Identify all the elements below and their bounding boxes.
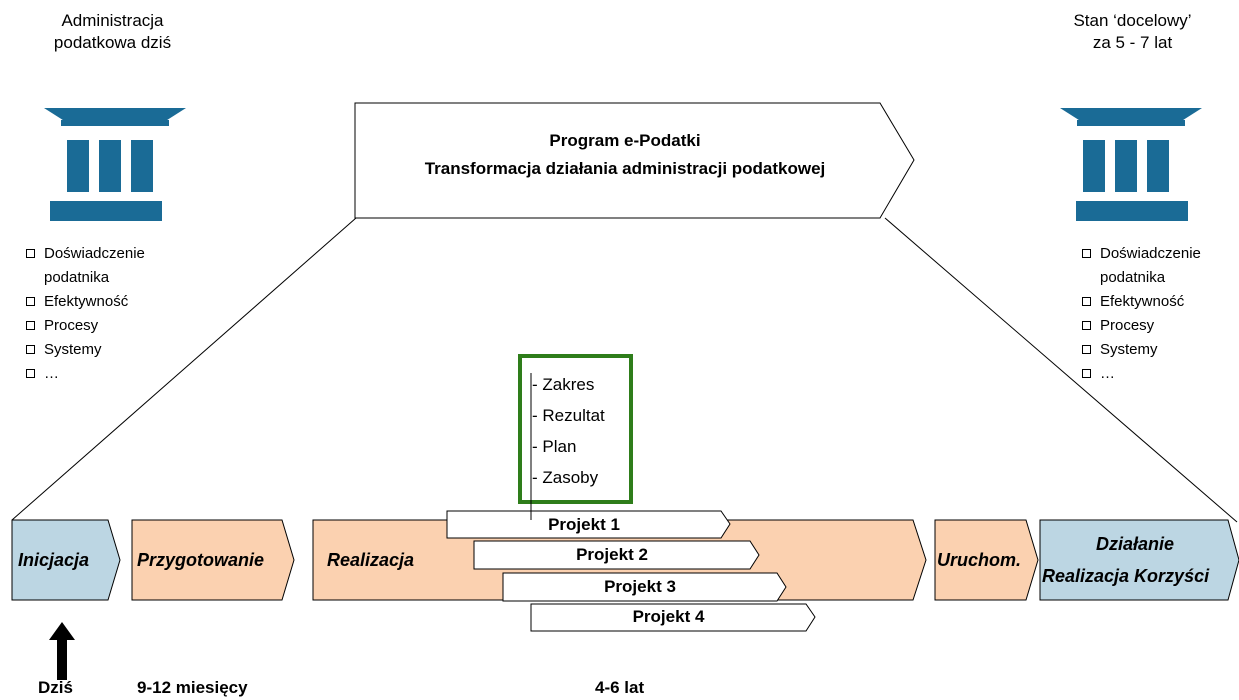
- checkbox-icon: [26, 345, 35, 354]
- phase-przygotowanie-label: Przygotowanie: [137, 550, 265, 570]
- program-title-line-1: Program e-Podatki: [549, 131, 701, 150]
- list-item: Doświadczenie podatnika: [1082, 242, 1232, 290]
- left-perspective-line: [11, 217, 357, 521]
- checkbox-icon: [26, 249, 35, 258]
- phase-dzialanie-label-1: Działanie: [1095, 534, 1175, 554]
- phase-uruchom-shape: [934, 519, 1039, 601]
- scope-item-plan: - Plan: [532, 437, 577, 456]
- project-2-shape: [473, 540, 760, 570]
- program-title: Program e-Podatki Transformacja działani…: [355, 127, 895, 183]
- right-caption-line-1: Stan ‘docelowy’: [1073, 11, 1192, 30]
- right-bullet-list: Doświadczenie podatnika Efektywność Proc…: [1082, 242, 1232, 386]
- left-caption: Administracja podatkowa dziś: [20, 10, 205, 54]
- phase-dzialanie-label-2: Realizacja Korzyści: [1042, 566, 1210, 586]
- program-title-line-2: Transformacja działania administracji po…: [424, 159, 826, 178]
- today-arrow: [49, 622, 75, 680]
- list-item: …: [26, 362, 196, 386]
- checkbox-icon: [1082, 249, 1091, 258]
- scope-item-zasoby: - Zasoby: [532, 468, 599, 487]
- list-item: Doświadczenie podatnika: [26, 242, 196, 290]
- phase-inicjacja-label: Inicjacja: [18, 550, 90, 570]
- program-chevron: [354, 102, 915, 219]
- list-item: Systemy: [26, 338, 196, 362]
- phase-uruchom-label: Uruchom.: [937, 550, 1022, 570]
- right-caption: Stan ‘docelowy’ za 5 - 7 lat: [1040, 10, 1225, 54]
- checkbox-icon: [1082, 297, 1091, 306]
- project-1-label: Projekt 1: [548, 515, 620, 534]
- list-item: Procesy: [1082, 314, 1232, 338]
- project-3-label: Projekt 3: [604, 577, 676, 596]
- left-building-icon: [44, 108, 186, 221]
- list-item: Efektywność: [1082, 290, 1232, 314]
- checkbox-icon: [26, 297, 35, 306]
- scope-box: [518, 354, 633, 504]
- list-item: …: [1082, 362, 1232, 386]
- phase-realizacja-label: Realizacja: [327, 550, 415, 570]
- scope-item-zakres: - Zakres: [532, 375, 595, 394]
- duration-realization-label: 4-6 lat: [595, 678, 645, 697]
- duration-preparation-label: 9-12 miesięcy: [137, 678, 248, 697]
- checkbox-icon: [1082, 345, 1091, 354]
- checkbox-icon: [1082, 369, 1091, 378]
- checkbox-icon: [1082, 321, 1091, 330]
- checkbox-icon: [26, 369, 35, 378]
- right-caption-line-2: za 5 - 7 lat: [1092, 33, 1173, 52]
- left-caption-line-1: Administracja: [61, 11, 164, 30]
- right-building-icon: [1060, 108, 1202, 221]
- project-2-label: Projekt 2: [576, 545, 648, 564]
- list-item: Procesy: [26, 314, 196, 338]
- project-4-shape: [530, 603, 816, 632]
- right-perspective-line: [884, 217, 1238, 523]
- project-4-label: Projekt 4: [632, 607, 705, 626]
- left-bullet-list: Doświadczenie podatnika Efektywność Proc…: [26, 242, 196, 386]
- phase-inicjacja-shape: [11, 519, 121, 601]
- project-1-shape: [446, 510, 731, 539]
- project-3-shape: [502, 572, 787, 602]
- left-caption-line-2: podatkowa dziś: [53, 33, 172, 52]
- checkbox-icon: [26, 321, 35, 330]
- list-item: Systemy: [1082, 338, 1232, 362]
- today-label: Dziś: [38, 678, 73, 697]
- scope-item-rezultat: - Rezultat: [532, 406, 605, 425]
- phase-przygotowanie-shape: [131, 519, 295, 601]
- phase-dzialanie-shape: [1039, 519, 1239, 601]
- list-item: Efektywność: [26, 290, 196, 314]
